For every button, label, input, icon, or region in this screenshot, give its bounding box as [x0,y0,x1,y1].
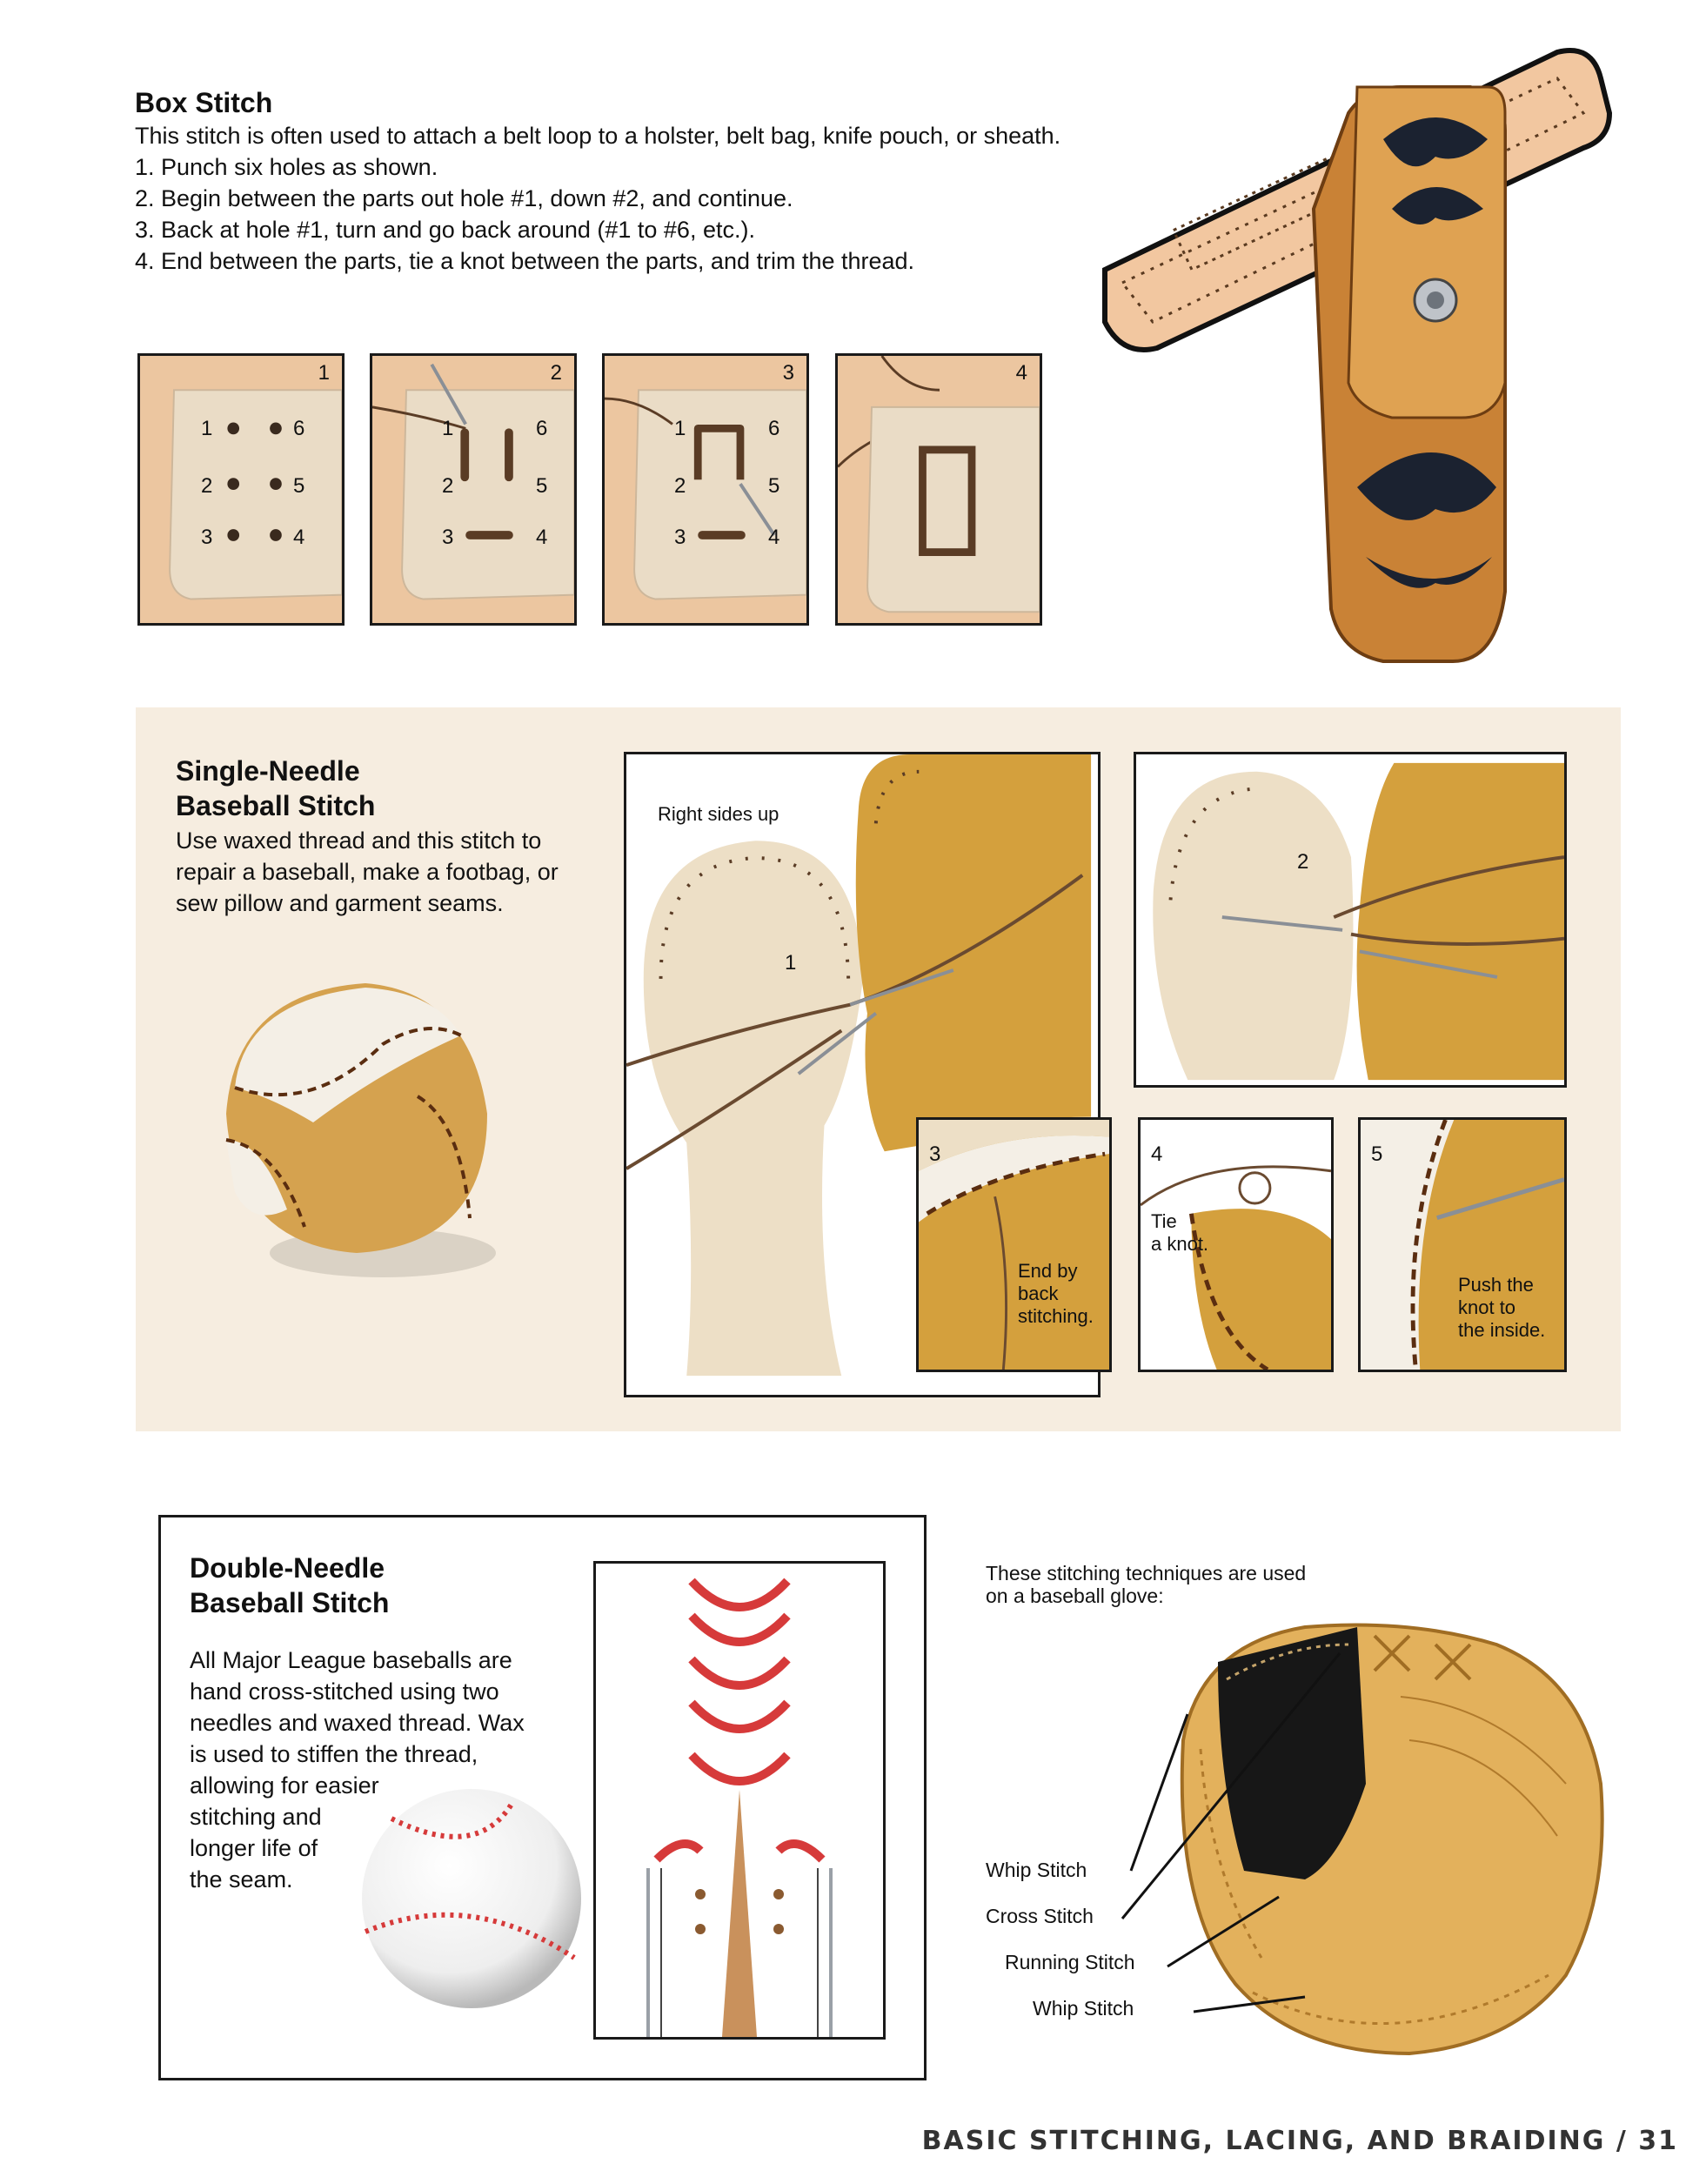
hole-label: 2 [442,474,454,498]
double-needle-desc-5: allowing for easier [190,1772,379,1799]
double-needle-desc-2: hand cross-stitched using two [190,1678,499,1705]
box-stitch-step-3: 3. Back at hole #1, turn and go back aro… [135,217,755,243]
box-stitch-title: Box Stitch [135,87,273,118]
cross-stitch-diagram [593,1561,886,2040]
double-needle-title-2: Baseball Stitch [190,1587,390,1618]
hole-label: 1 [442,417,454,440]
photo-5-caption-1: Push the [1458,1274,1534,1296]
photo-2-number: 2 [550,361,562,385]
photo-4-number: 4 [1015,361,1027,385]
box-stitch-photo-3: 3 1 6 2 5 3 4 [602,353,809,626]
box-stitch-photo-4: 4 [835,353,1042,626]
double-needle-desc-1: All Major League baseballs are [190,1647,512,1673]
double-needle-desc-7: longer life of [190,1835,318,1861]
glove-label-whip-stitch-bottom: Whip Stitch [1033,1997,1134,2020]
hole-label: 5 [536,474,548,498]
double-needle-desc-8: the seam. [190,1866,293,1893]
hole-label: 4 [768,526,780,549]
hole-label: 3 [442,526,454,549]
photo-1-caption: Right sides up [658,803,779,825]
single-needle-desc-2: repair a baseball, make a footbag, or [176,859,559,885]
single-needle-photo-2: 2 [1134,752,1567,1088]
hole-label: 3 [674,526,686,549]
hole-label: 2 [201,474,213,498]
hole-label: 6 [293,417,305,440]
photo-3-caption-1: End by [1018,1260,1078,1282]
photo-2-number: 2 [1297,850,1309,874]
hole-label: 6 [768,417,780,440]
double-needle-desc-4: is used to stiffen the thread, [190,1741,478,1767]
single-needle-desc-1: Use waxed thread and this stitch to [176,827,542,854]
glove-intro-1: These stitching techniques are used [986,1562,1307,1584]
double-needle-title-1: Double-Needle [190,1552,385,1584]
photo-5-caption-3: the inside. [1458,1319,1546,1341]
box-stitch-step-4: 4. End between the parts, tie a knot bet… [135,248,915,274]
box-stitch-step-1: 1. Punch six holes as shown. [135,154,438,180]
hole-label: 3 [201,526,213,549]
single-needle-title-1: Single-Needle [176,755,360,787]
single-needle-photo-3: 3 End by back stitching. [916,1117,1112,1372]
hole-label: 6 [536,417,548,440]
double-needle-desc-3: needles and waxed thread. Wax [190,1710,525,1736]
single-needle-desc-3: sew pillow and garment seams. [176,890,504,916]
photo-3-caption-2: back [1018,1283,1059,1304]
photo-3-caption-3: stitching. [1018,1305,1094,1327]
glove-label-running-stitch: Running Stitch [1005,1951,1135,1973]
photo-1-number: 1 [785,951,797,975]
box-stitch-intro: This stitch is often used to attach a be… [135,123,1061,149]
photo-1-number: 1 [318,361,330,385]
hole-label: 4 [536,526,548,549]
photo-4-number: 4 [1151,1142,1163,1166]
photo-5-caption-2: knot to [1458,1296,1516,1318]
box-stitch-photo-1: 1 1 6 2 5 3 4 [137,353,345,626]
single-needle-photo-4: 4 Tie a knot. [1138,1117,1334,1372]
glove-leader-lines [1121,1652,1341,2013]
baseball-illustration [357,1784,587,2014]
photo-5-number: 5 [1371,1142,1383,1166]
photo-3-number: 3 [782,361,794,385]
hole-label: 1 [201,417,213,440]
hole-label: 5 [768,474,780,498]
hole-label: 1 [674,417,686,440]
box-stitch-step-2: 2. Begin between the parts out hole #1, … [135,185,793,211]
single-needle-title-2: Baseball Stitch [176,790,376,821]
glove-intro-2: on a baseball glove: [986,1584,1164,1607]
knife-pouch-illustration [1087,35,1627,679]
glove-label-whip-stitch: Whip Stitch [986,1859,1087,1881]
photo-4-caption-1: Tie [1151,1210,1177,1232]
photo-3-number: 3 [929,1142,941,1166]
double-needle-desc-6: stitching and [190,1804,322,1830]
footbag-illustration [209,966,505,1288]
hole-label: 2 [674,474,686,498]
photo-4-caption-2: a knot. [1151,1233,1209,1255]
page-footer: BASIC STITCHING, LACING, AND BRAIDING / … [921,2126,1678,2156]
box-stitch-photo-2: 2 1 6 2 5 3 4 [370,353,577,626]
baseball-glove-illustration [1148,1610,1636,2071]
hole-label: 5 [293,474,305,498]
single-needle-photo-5: 5 Push the knot to the inside. [1358,1117,1567,1372]
glove-label-cross-stitch: Cross Stitch [986,1905,1094,1927]
hole-label: 4 [293,526,305,549]
